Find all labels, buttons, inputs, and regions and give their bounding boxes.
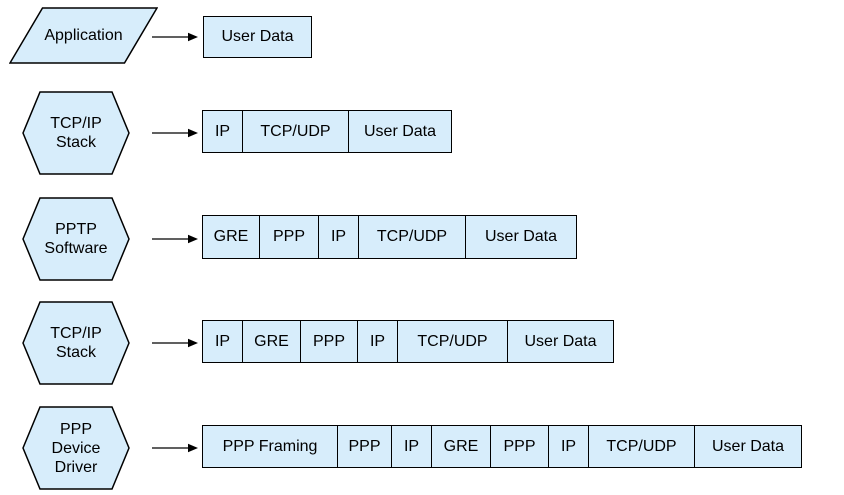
parallelogram-icon	[9, 7, 158, 64]
packet-segment: TCP/UDP	[359, 216, 466, 258]
packet-segment: IP	[549, 426, 589, 467]
packet-segment: PPP	[491, 426, 549, 467]
right-arrow-icon	[152, 443, 198, 453]
hexagon-icon	[22, 301, 130, 385]
pptp-software-shape: PPTP Software	[22, 197, 130, 281]
packet-row-application: User Data	[203, 16, 312, 58]
ppp-device-driver-shape: PPP Device Driver	[22, 406, 130, 490]
packet-segment: TCP/UDP	[243, 111, 349, 152]
hexagon-icon	[22, 91, 130, 175]
tcpip-stack-shape-2: TCP/IP Stack	[22, 301, 130, 385]
packet-segment: User Data	[221, 28, 294, 45]
packet-segment: User Data	[484, 228, 558, 245]
packet-segment: IP	[392, 426, 432, 467]
application-shape: Application	[9, 7, 158, 64]
packet-segment: TCP/UDP	[589, 426, 695, 467]
right-arrow-icon	[152, 32, 198, 42]
packet-row-pptp: GRE PPP IP TCP/UDP User Data	[202, 215, 577, 259]
right-arrow-icon	[152, 234, 198, 244]
packet-segment: TCP/UDP	[398, 321, 508, 362]
packet-segment: GRE	[203, 216, 260, 258]
packet-row-ppp-driver: PPP Framing PPP IP GRE PPP IP TCP/UDP Us…	[202, 425, 802, 468]
packet-segment: PPP	[260, 216, 319, 258]
packet-segment: PPP	[338, 426, 392, 467]
packet-segment: PPP Framing	[203, 426, 338, 467]
packet-segment: User Data	[524, 332, 597, 350]
packet-row-tcpip-1: IP TCP/UDP User Data	[202, 110, 452, 153]
packet-segment: PPP	[301, 321, 358, 362]
packet-row-tcpip-2: IP GRE PPP IP TCP/UDP User Data	[202, 320, 614, 363]
right-arrow-icon	[152, 338, 198, 348]
hexagon-icon	[22, 406, 130, 490]
packet-segment: User Data	[711, 437, 785, 455]
right-arrow-icon	[152, 128, 198, 138]
packet-segment: User Data	[363, 122, 437, 140]
hexagon-icon	[22, 197, 130, 281]
tcpip-stack-shape: TCP/IP Stack	[22, 91, 130, 175]
packet-segment: IP	[203, 321, 243, 362]
packet-segment: IP	[358, 321, 398, 362]
packet-segment: GRE	[432, 426, 491, 467]
packet-segment: IP	[319, 216, 359, 258]
packet-segment: IP	[203, 111, 243, 152]
packet-segment: GRE	[243, 321, 301, 362]
